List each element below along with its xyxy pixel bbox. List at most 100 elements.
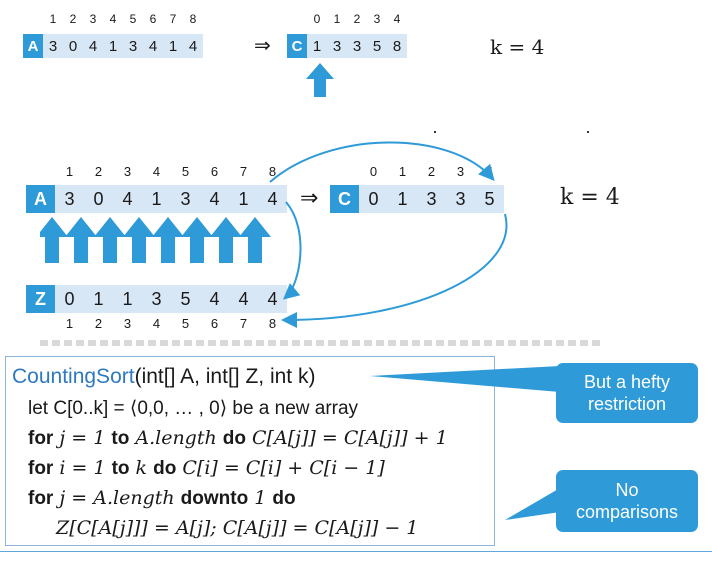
array-cell: 0 [359,185,388,213]
code-text: 1 [248,487,273,509]
callout-no-comparisons: No comparisons [556,470,698,532]
a8-to-c4-arrow [269,141,495,183]
code-text: i = 1 [53,457,112,479]
array-cell: 1 [84,285,113,313]
example1-a-indices: 1 2 3 4 5 6 7 8 [23,12,203,26]
index: 6 [149,12,157,26]
bottom-divider [0,551,712,552]
code-line-5: for j = A.length downto 1 do [28,487,296,510]
code-text: Z[C[A[j]]] = A[j]; C[A[j]] = C[A[j]] − 1 [56,517,419,539]
index: 8 [268,164,277,179]
index: 3 [456,164,465,179]
array-label: A [23,34,43,58]
up-arrow-icon [40,217,68,263]
index: 3 [123,316,132,331]
index: 6 [210,164,219,179]
array-cell: 4 [229,285,258,313]
faded-text-strip [40,340,600,346]
index: 0 [369,164,378,179]
index: 2 [353,12,361,26]
code-line-4: for i = 1 to k do C[i] = C[i] + C[i − 1] [28,457,385,480]
array-cell: 4 [258,285,287,313]
code-line-2: let C[0..k] = ⟨0,0, … , 0⟩ be a new arra… [28,397,358,420]
up-arrow-icon [181,217,213,263]
code-text: C[A[j]] = C[A[j]] + 1 [245,427,448,449]
up-arrow-icon [94,217,126,263]
index: 6 [210,316,219,331]
example1-array-c: C 1 3 3 5 8 [287,34,407,58]
array-cell: 1 [142,185,171,213]
array-cell: 1 [388,185,417,213]
code-text: j = 1 [53,427,112,449]
keyword: to [111,458,130,479]
index: 4 [152,164,161,179]
array-cell: 1 [229,185,258,213]
callout-restriction: But a hefty restriction [556,363,698,423]
array-cell: 0 [84,185,113,213]
index: 4 [152,316,161,331]
index: 5 [129,12,137,26]
example2-a-indices: 1 2 3 4 5 6 7 8 [26,164,287,179]
array-cell: 3 [417,185,446,213]
a8-to-z-arrow [282,201,302,300]
up-arrow-icon [306,63,334,97]
array-label: C [330,185,359,213]
dot [434,131,436,133]
code-signature: CountingSort(int[] A, int[] Z, int k) [12,365,315,389]
index: 0 [313,12,321,26]
example2-z-indices: 1 2 3 4 5 6 7 8 [26,316,287,331]
up-arrows-row [40,217,271,263]
array-cell: 3 [446,185,475,213]
array-cell: 4 [113,185,142,213]
array-cell: 0 [55,285,84,313]
code-text: C[i] = C[i] + C[i − 1] [176,457,385,479]
array-cell: 5 [171,285,200,313]
array-cell: 5 [475,185,504,213]
index: 7 [169,12,177,26]
index: 4 [109,12,117,26]
array-cell: 1 [103,34,123,58]
array-cell: 3 [171,185,200,213]
index: 1 [398,164,407,179]
index: 5 [181,316,190,331]
index: 2 [427,164,436,179]
array-cell: 3 [347,34,367,58]
index: 2 [94,316,103,331]
index: 8 [189,12,197,26]
array-cell: 1 [163,34,183,58]
keyword: for [28,488,54,509]
index: 2 [69,12,77,26]
code-line-6: Z[C[A[j]]] = A[j]; C[A[j]] = C[A[j]] − 1 [56,517,418,539]
code-text: A.length [129,427,223,449]
example2-array-c: C 0 1 3 3 5 [330,185,504,213]
array-cell: 3 [55,185,84,213]
array-cell: 1 [113,285,142,313]
function-args: (int[] A, int[] Z, int k) [134,365,316,388]
function-name: CountingSort [12,365,135,388]
example1-c-indices: 0 1 2 3 4 [287,12,407,26]
implies-arrow: ⇒ [300,185,319,210]
array-cell: 3 [327,34,347,58]
keyword: downto [180,488,249,509]
up-arrow-icon [239,217,271,263]
array-cell: 5 [367,34,387,58]
array-cell: 4 [200,285,229,313]
keyword: to [111,428,130,449]
code-text: j = A.length [53,487,181,509]
array-cell: 4 [183,34,203,58]
c4-to-z8-arrow [281,213,508,328]
index: 4 [393,12,401,26]
array-label: A [26,185,55,213]
up-arrow-icon [210,217,242,263]
index: 1 [49,12,57,26]
array-cell: 4 [143,34,163,58]
up-arrow-icon [152,217,184,263]
index: 3 [373,12,381,26]
keyword: do [272,488,296,509]
up-arrow-icon [65,217,97,263]
index: 3 [89,12,97,26]
array-label: C [287,34,307,58]
index: 8 [268,316,277,331]
index: 2 [94,164,103,179]
index: 7 [239,316,248,331]
